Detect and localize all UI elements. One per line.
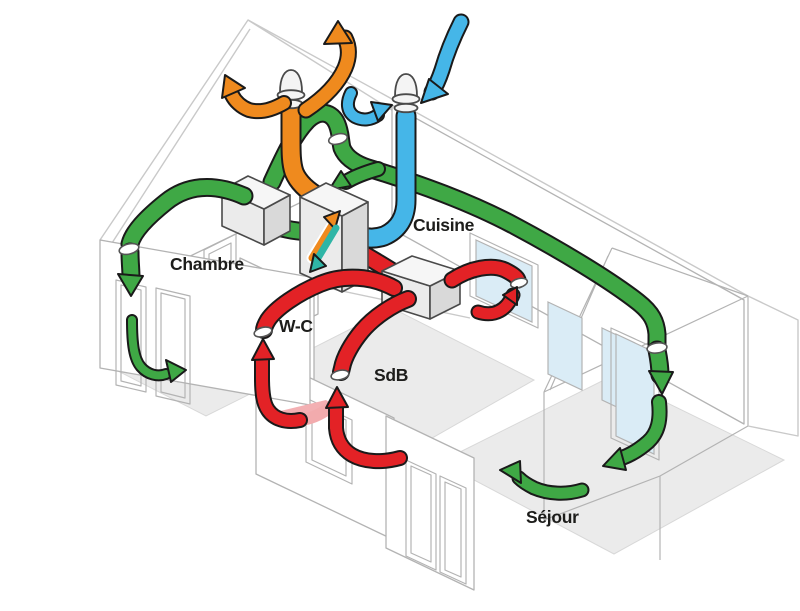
hump-collar (327, 132, 349, 146)
exhaust-arrow-up (299, 31, 355, 117)
chambre-airflow-arrow (128, 316, 170, 380)
intake-arrow-small (342, 88, 383, 125)
roof-overhang-right (747, 295, 799, 437)
room-label-sdb: SdB (374, 365, 408, 385)
sejour-floor-arrowhead-icon (499, 460, 522, 484)
wc-extract-arrow (256, 352, 306, 427)
supply-outlet-chambre (122, 244, 139, 285)
gable-glazed-door-frame (610, 327, 660, 461)
supply-chambre-branch (117, 177, 254, 383)
chambre-ext-door-2 (155, 287, 191, 405)
supply-duct-chambre (122, 179, 252, 252)
sejour-front-door-1-inner (410, 465, 432, 563)
supply-arrowhead-chambre-icon (117, 273, 144, 297)
exchanger-exhaust-arrowhead-icon (323, 210, 341, 230)
sdb-collar (330, 369, 350, 381)
room-labels: Chambre Cuisine W-C SdB Séjour (170, 215, 579, 527)
sejour-front-wall (385, 415, 475, 591)
sejour-collar (646, 342, 668, 354)
intake-arrowhead-small-icon (370, 101, 393, 122)
cuisine-extract-arrowhead-icon (502, 286, 518, 306)
supply-air-roof-run (262, 103, 667, 354)
room-label-sejour: Séjour (526, 507, 579, 527)
wc-extract-arrowhead-icon (251, 338, 275, 361)
sdb-extract-arrowhead-icon (325, 386, 349, 409)
supply-arrowhead-sejour-icon (648, 370, 674, 395)
supply-stub-arrowhead-icon (328, 170, 352, 191)
chambre-airflow-arrowhead-icon (165, 359, 187, 383)
sejour-front-door-2 (439, 475, 467, 585)
extract-duct-wc (257, 270, 401, 337)
sejour-airflow-down-arrowhead-icon (602, 447, 627, 471)
extract-duct-cuisine (445, 260, 525, 287)
sejour-front-door-2-inner (444, 481, 462, 578)
room-label-wc: W-C (279, 316, 313, 336)
exhaust-duct-system (221, 20, 357, 209)
intake-arrowhead-big-icon (420, 78, 449, 104)
gable-glazed-door (615, 333, 655, 455)
sejour-back-window-1 (547, 301, 583, 391)
chambre-ext-door-2-inner (160, 292, 186, 399)
cuisine-collar (509, 277, 529, 289)
extract-duct-sdb (334, 292, 415, 379)
exchanger-supply-arrowhead-icon (309, 253, 327, 273)
room-label-chambre: Chambre (170, 254, 244, 274)
extract-duct-system (251, 258, 529, 470)
sejour-floor-airflow-arrow (513, 472, 588, 499)
sdb-extract-arrow (330, 400, 406, 468)
sejour-airflow-down-arrow (616, 396, 666, 464)
exhaust-arrow-left (226, 89, 290, 118)
exchanger-exhaust-flow-arrow (308, 221, 336, 262)
chambre-collar (118, 242, 140, 256)
exhaust-duct (282, 103, 329, 207)
sejour-front-door-1 (405, 459, 437, 571)
wc-collar (253, 326, 273, 338)
room-label-cuisine: Cuisine (413, 215, 475, 235)
roof-vent-intake-icon (391, 73, 421, 114)
exchanger-supply-flow-arrow (314, 224, 340, 262)
supply-sejour-outlet (499, 340, 674, 501)
exhaust-arrowhead-left-icon (221, 74, 246, 99)
exhaust-arrowhead-up-icon (323, 20, 353, 45)
